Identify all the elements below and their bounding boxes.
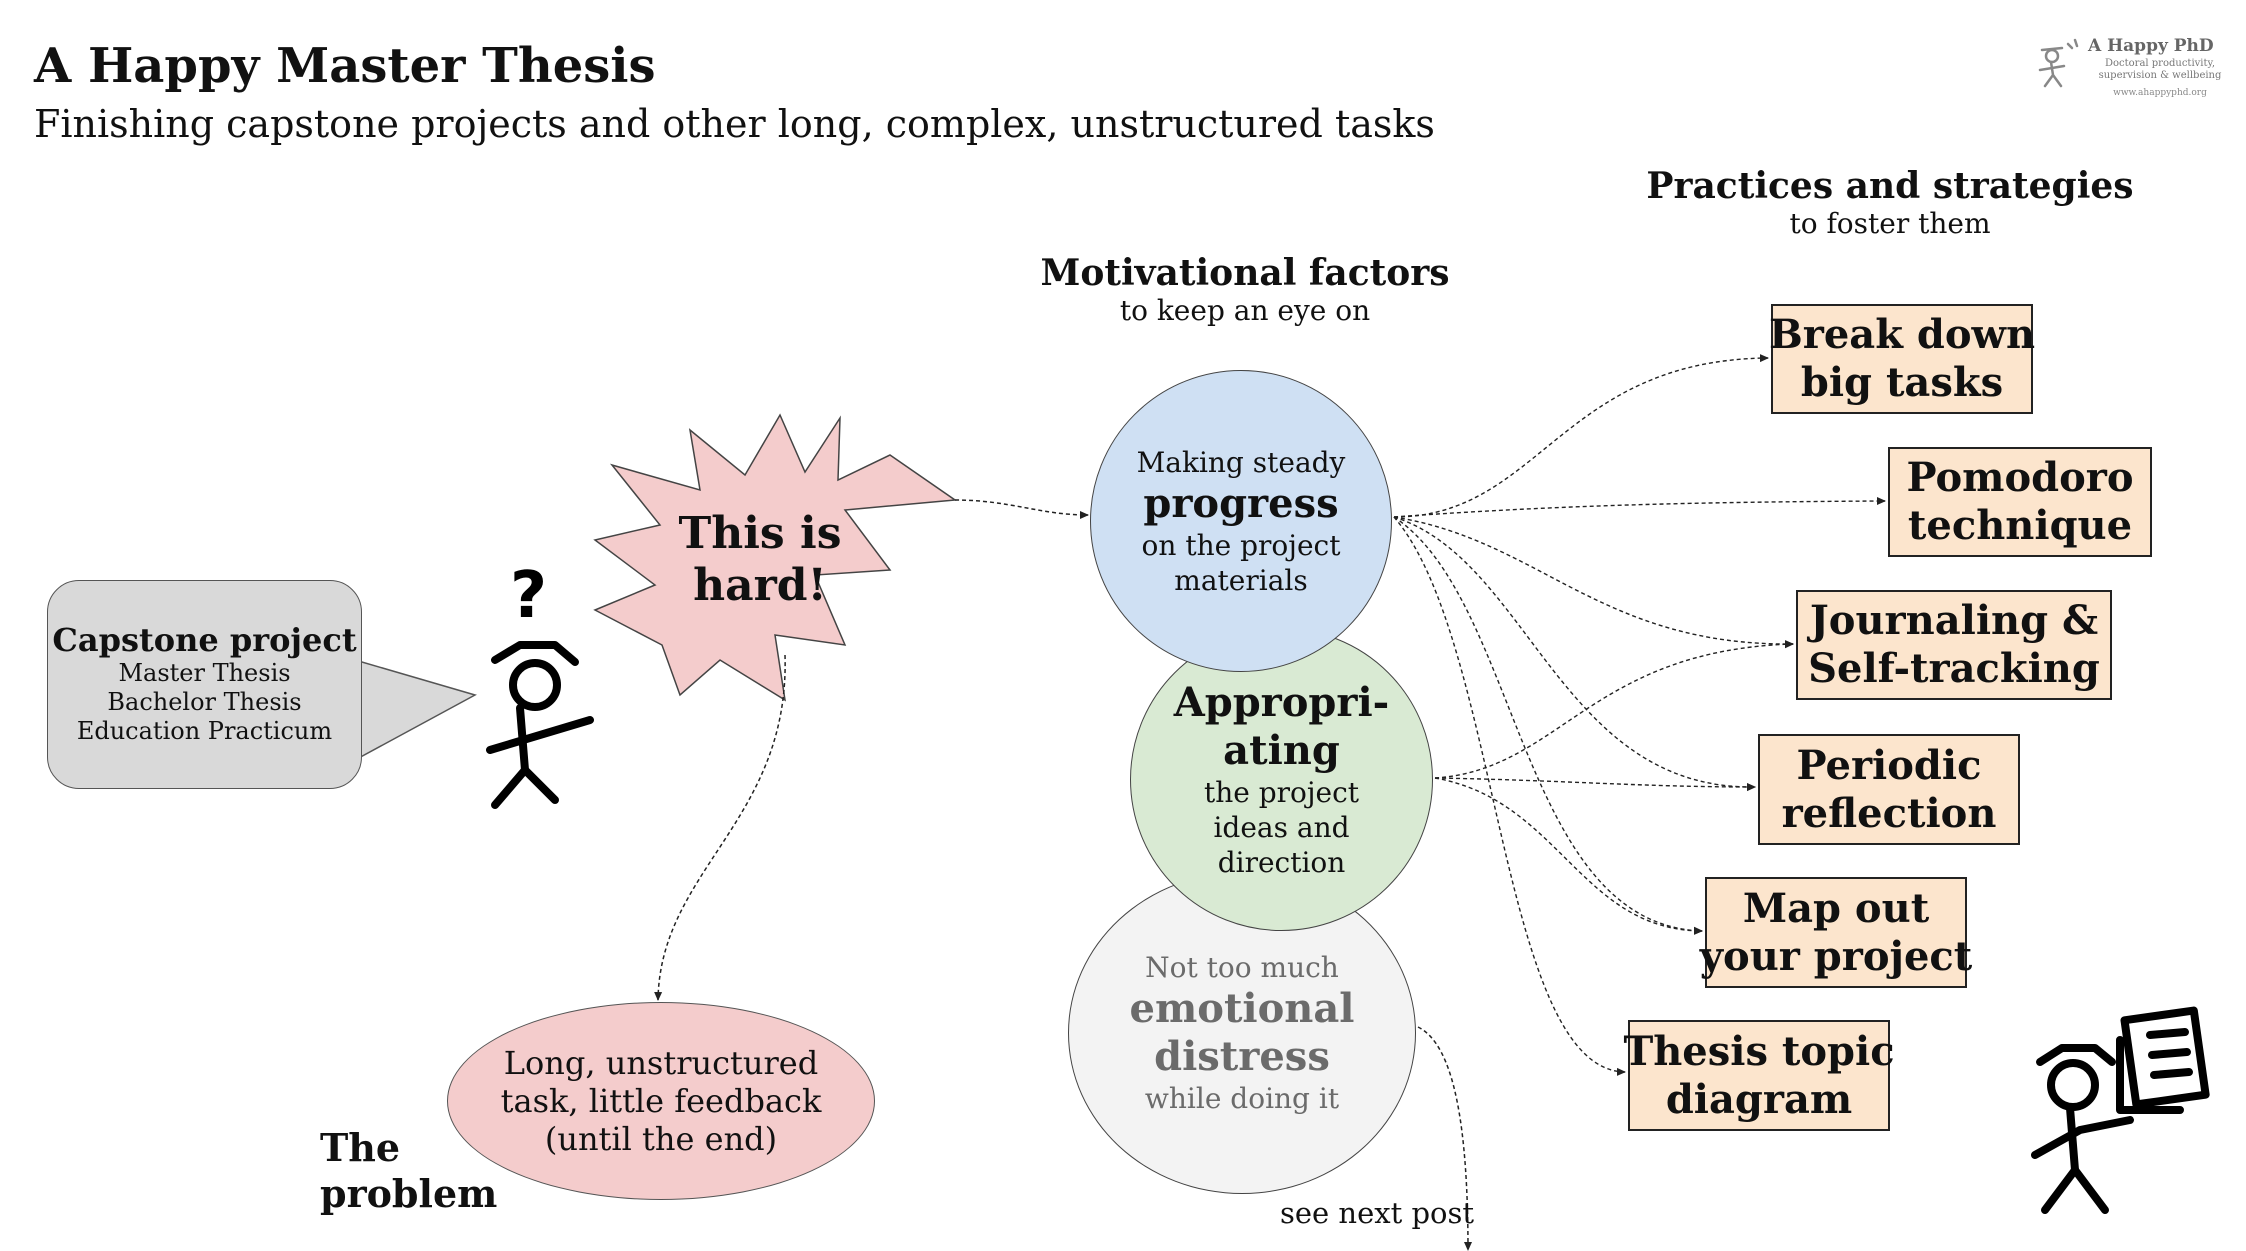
appropriating-connectors bbox=[1434, 640, 1794, 935]
appropriating-main: Appropri- bbox=[1173, 679, 1390, 726]
distress-post: while doing it bbox=[1144, 1082, 1340, 1115]
capstone-speech-bubble: Capstone project Master Thesis Bachelor … bbox=[47, 580, 362, 789]
motivational-title: Motivational factors bbox=[1040, 252, 1450, 294]
strategy-line: Pomodoro bbox=[1906, 454, 2134, 501]
arrow-burst-to-problem bbox=[654, 654, 786, 1001]
appropriating-post: the project bbox=[1203, 776, 1360, 809]
appropriating-post: ideas and bbox=[1213, 811, 1350, 844]
strategy-line: Journaling & bbox=[1809, 597, 2099, 644]
progress-post: materials bbox=[1174, 563, 1308, 597]
distress-main: distress bbox=[1154, 1033, 1330, 1080]
appropriating-main: ating bbox=[1223, 727, 1340, 774]
logo-tagline: Doctoral productivity, supervision & wel… bbox=[2098, 58, 2222, 81]
distress-main: emotional bbox=[1129, 985, 1355, 1032]
strategy-line: reflection bbox=[1781, 789, 1997, 837]
practices-subtitle: to foster them bbox=[1789, 207, 1991, 240]
page-title: A Happy Master Thesis bbox=[34, 38, 656, 94]
arrow-burst-to-progress bbox=[954, 499, 1089, 519]
practices-title: Practices and strategies bbox=[1646, 165, 2134, 207]
stick-figure-papers-icon bbox=[2031, 1006, 2210, 1214]
strategy-line: Self-tracking bbox=[1808, 645, 2100, 692]
logo-url: www.ahappyphd.org bbox=[2113, 88, 2207, 98]
progress-pre: Making steady bbox=[1136, 445, 1346, 479]
see-next-post-label: see next post bbox=[1280, 1196, 1475, 1230]
problem-ellipse: Long, unstructured task, little feedback… bbox=[447, 1002, 875, 1200]
logo-title: A Happy PhD bbox=[2088, 36, 2214, 56]
problem-line: (until the end) bbox=[544, 1120, 778, 1158]
strategy-line: technique bbox=[1907, 502, 2133, 549]
strategy-line: big tasks bbox=[1800, 359, 2004, 406]
motivational-header: Motivational factors to keep an eye on bbox=[1000, 252, 1490, 327]
factor-progress-circle: Making steady progress on the project ma… bbox=[1090, 370, 1392, 672]
practices-header: Practices and strategies to foster them bbox=[1630, 165, 2150, 240]
strategy-line: Break down bbox=[1768, 311, 2036, 358]
problem-line: task, little feedback bbox=[500, 1082, 822, 1120]
motivational-subtitle: to keep an eye on bbox=[1119, 294, 1371, 327]
speech-bubble-tail bbox=[354, 659, 477, 762]
strategy-line: your project bbox=[1699, 932, 1973, 980]
strategy-line: Map out bbox=[1742, 884, 1930, 932]
hard-starburst bbox=[593, 413, 958, 702]
factor-distress-circle: Not too much emotional distress while do… bbox=[1068, 872, 1416, 1194]
capstone-line: Master Thesis bbox=[118, 659, 291, 687]
capstone-line: Bachelor Thesis bbox=[107, 688, 302, 716]
logo: A Happy PhD Doctoral productivity, super… bbox=[2030, 34, 2226, 106]
problem-label: The problem bbox=[320, 1125, 497, 1217]
factor-appropriating-circle: Appropri- ating the project ideas and di… bbox=[1130, 628, 1433, 931]
burst-text: This is hard! bbox=[640, 508, 880, 612]
arrow-distress-to-next-post bbox=[1417, 1026, 1472, 1251]
progress-main: progress bbox=[1143, 479, 1339, 527]
appropriating-post: direction bbox=[1217, 846, 1346, 879]
strategy-journaling: Journaling &Self-tracking bbox=[1796, 590, 2112, 700]
progress-post: on the project bbox=[1141, 528, 1341, 562]
problem-label-line: problem bbox=[320, 1171, 498, 1216]
capstone-title: Capstone project bbox=[52, 621, 357, 659]
progress-connectors bbox=[1393, 354, 1886, 1076]
logo-stick-figure-icon bbox=[2038, 38, 2079, 88]
burst-line: This is bbox=[678, 508, 842, 559]
distress-pre: Not too much bbox=[1145, 951, 1339, 984]
problem-line: Long, unstructured bbox=[503, 1044, 819, 1082]
burst-line: hard! bbox=[693, 560, 827, 611]
stick-figure-question-icon bbox=[486, 641, 594, 809]
strategy-line: Thesis topic bbox=[1623, 1027, 1895, 1075]
page-subtitle: Finishing capstone projects and other lo… bbox=[34, 102, 1435, 146]
question-mark-icon: ? bbox=[510, 559, 547, 633]
strategy-line: diagram bbox=[1665, 1075, 1853, 1123]
strategy-line: Periodic bbox=[1796, 741, 1982, 789]
capstone-line: Education Practicum bbox=[76, 717, 333, 745]
problem-label-line: The bbox=[320, 1125, 401, 1170]
